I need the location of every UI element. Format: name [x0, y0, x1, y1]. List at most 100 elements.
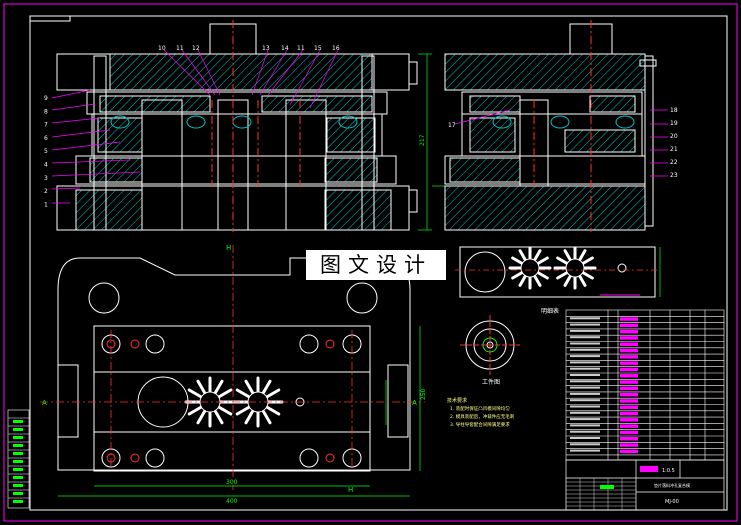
part-number-right: 17: [448, 122, 456, 129]
bom-text-mark: [570, 361, 600, 364]
bom-text-mark: [570, 329, 600, 332]
bom-table: [565, 309, 725, 461]
side-centerlines: [533, 20, 592, 232]
part-number-top: 10: [158, 45, 166, 52]
title-block: [565, 459, 725, 511]
front-leaders: [51, 49, 339, 204]
part-number-right: 22: [670, 159, 678, 166]
left-stamp: [7, 409, 30, 509]
bom-mark: [620, 430, 638, 435]
petal-mark: [578, 249, 587, 261]
petal-mark: [266, 406, 281, 416]
part-number-left: 8: [44, 108, 48, 115]
petal-mark: [533, 249, 542, 261]
part-number-left: 1: [44, 201, 48, 208]
dim-right: 250: [420, 388, 427, 400]
section-mark-top: H: [226, 244, 231, 252]
part-number-top: 11: [176, 45, 184, 52]
bom-mark: [620, 386, 638, 391]
part-number-right: 19: [670, 120, 678, 127]
notes-title: 技术要求: [447, 397, 467, 404]
petal-mark: [582, 271, 594, 280]
petal-mark: [537, 256, 549, 265]
bom-text-mark: [570, 443, 600, 446]
petal-mark: [187, 406, 202, 416]
bom-text-mark: [570, 355, 600, 358]
bom-mark: [620, 424, 638, 428]
section-mark-right: A: [412, 399, 417, 407]
bom-text-mark: [570, 405, 600, 408]
petal-mark: [214, 379, 224, 394]
bom-mark: [620, 336, 638, 340]
part-number-top: 13: [262, 45, 270, 52]
note-3: 3. 导柱导套配合间隙满足要求: [450, 421, 510, 428]
petal-mark: [244, 379, 254, 394]
part-number-right: 20: [670, 133, 678, 140]
petal-mark: [218, 406, 233, 416]
part-number-left: 9: [44, 95, 48, 102]
side-section-view: [444, 23, 657, 231]
bom-text-mark: [570, 411, 600, 414]
petal-mark: [266, 388, 281, 398]
petal-mark: [214, 410, 224, 425]
bom-text-mark: [570, 317, 600, 320]
title-block-grid: [566, 478, 636, 510]
bom-text-mark: [570, 367, 600, 370]
bom-text-mark: [570, 437, 600, 439]
bom-text-mark: [570, 399, 600, 402]
part-number-left: 4: [44, 162, 48, 169]
workpiece-label: 工件图: [482, 378, 500, 386]
petal-mark: [511, 256, 523, 265]
petal-mark: [511, 271, 523, 280]
bom-text-mark: [570, 348, 600, 351]
stamp-mark: [13, 428, 23, 431]
petal-mark: [518, 275, 527, 287]
bom-text-mark: [570, 336, 600, 339]
bom-mark: [620, 437, 638, 441]
petal-mark: [235, 388, 250, 398]
bom-text-mark: [570, 374, 600, 376]
bom-text-mark: [570, 386, 600, 389]
bom-mark: [620, 317, 638, 321]
bom-text-mark: [570, 418, 600, 421]
bom-title: 明细表: [541, 307, 559, 315]
bom-mark: [620, 367, 638, 372]
part-number-top: 12: [192, 45, 200, 52]
corner-tab: [29, 15, 71, 22]
bom-mark: [620, 323, 638, 328]
bom-text-mark: [570, 392, 600, 395]
front-centerlines: [211, 20, 301, 232]
bom-mark: [620, 399, 638, 403]
strip-layout: [459, 246, 656, 298]
stamp-mark: [13, 500, 23, 503]
section-mark-left: A: [42, 399, 47, 407]
petal-mark: [218, 388, 233, 398]
note-2: 2. 模具装配后，冲裁件应无毛刺: [450, 413, 515, 420]
part-number-right: 23: [670, 172, 678, 179]
part-number-top: 14: [281, 45, 289, 52]
petal-mark: [533, 275, 542, 287]
workpiece-drawing: [460, 315, 520, 375]
stamp-mark: [13, 420, 23, 423]
part-number-top: 15: [314, 45, 322, 52]
bom-mark: [620, 380, 638, 384]
bom-mark: [620, 405, 638, 409]
petal-mark: [235, 406, 250, 416]
bom-mark: [620, 355, 638, 359]
plan-petals: [184, 376, 284, 428]
height-dimension: [418, 53, 445, 231]
petal-mark: [196, 379, 206, 394]
bom-mark: [620, 348, 638, 353]
stamp-mark: [13, 484, 23, 487]
drawing-number: MJ-00: [665, 499, 679, 505]
stamp-mark: [13, 436, 23, 439]
petal-mark: [537, 271, 549, 280]
section-mark-bottom: H: [348, 486, 353, 494]
bom-mark: [620, 418, 638, 422]
plan-centerlines: [40, 245, 425, 490]
height-dimension-text: 217: [419, 134, 426, 146]
petal-mark: [556, 271, 568, 280]
